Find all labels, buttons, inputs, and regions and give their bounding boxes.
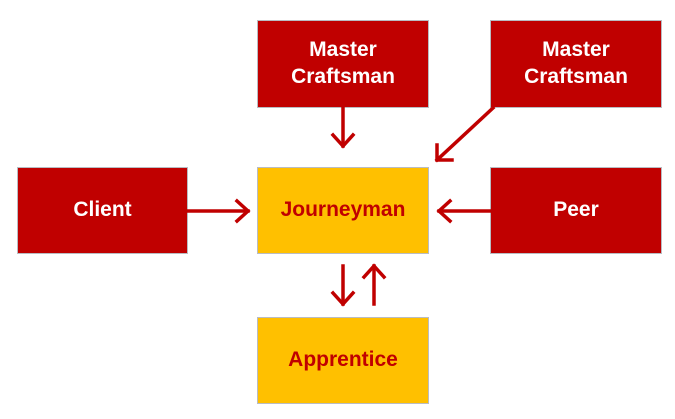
master-craftsman-left-box: Master Craftsman [257,20,429,108]
client-box: Client [17,167,188,254]
journeyman-label: Journeyman [280,198,406,222]
peer-label: Peer [553,198,599,222]
journeyman-box: Journeyman [257,167,429,254]
arrow-peer-to-journeyman [436,198,492,224]
arrow-master-left-to-journeyman [330,106,356,149]
arrow-apprentice-to-journeyman [361,263,387,306]
master-craftsman-left-label: Master Craftsman [291,38,395,88]
peer-box: Peer [490,167,662,254]
arrow-journeyman-to-apprentice [330,264,356,307]
arrow-client-to-journeyman [186,198,251,224]
arrow-master-right-to-journeyman [434,105,496,163]
apprentice-label: Apprentice [288,348,398,372]
master-craftsman-right-box: Master Craftsman [490,20,662,108]
apprentice-box: Apprentice [257,317,429,404]
master-craftsman-right-label: Master Craftsman [524,38,628,88]
client-label: Client [73,198,132,222]
